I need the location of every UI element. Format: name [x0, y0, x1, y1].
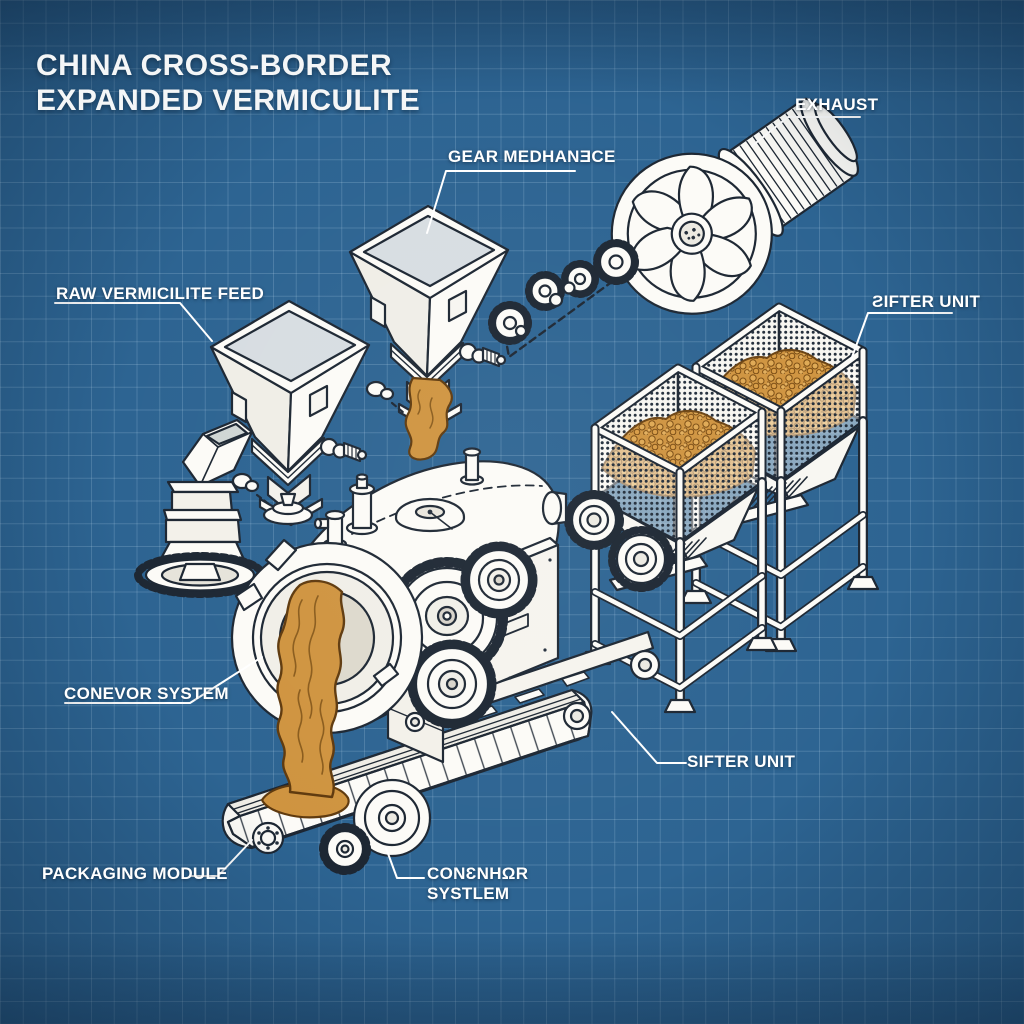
label-packaging-module: PACKAGING MODULE	[42, 864, 228, 883]
label-conveyor-system-bottom: CONƐNHΩR SYSTLEM	[427, 864, 528, 904]
label-gear-mechanism: GEAR MEDHANƎCE	[448, 147, 616, 166]
label-conveyor-bottom-line2: SYSTLEM	[427, 884, 510, 903]
label-sifter-unit-bottom: SIFTER UNIT	[687, 752, 796, 771]
leader-lines	[54, 116, 953, 879]
gear-cluster	[525, 271, 565, 311]
vermiculite-stream	[276, 579, 346, 799]
exhaust-fan	[610, 97, 859, 315]
label-conveyor-bottom-line1: CONƐNHΩR	[427, 864, 529, 883]
gear-cluster	[593, 239, 639, 285]
gear-cluster	[488, 301, 532, 345]
gear-train	[488, 239, 639, 359]
feeder-stack	[134, 418, 266, 598]
label-conveyor-system: CONEVOR SYSTEM	[64, 684, 229, 703]
title-line-2: EXPANDED VERMICULITE	[36, 84, 421, 117]
gear-cluster	[561, 260, 599, 298]
title-line-1: CHINA CROSS-BORDER	[36, 49, 393, 82]
diagram-title: CHINA CROSS-BORDER EXPANDED VERMICULITE	[36, 48, 420, 118]
label-raw-vermiculite-feed: RAW VERMICILITE FEED	[56, 284, 265, 303]
loose-motor-part	[365, 380, 406, 415]
conveyor-drive-wheel	[319, 778, 432, 875]
label-exhaust: EXHAUST	[795, 95, 879, 114]
sifter-drive-gears	[564, 490, 674, 592]
hopper-vermiculite-flow	[404, 376, 453, 461]
label-sifter-unit-top: ƧIFTER UNIT	[872, 292, 981, 311]
raw-feed-hopper	[209, 299, 371, 527]
